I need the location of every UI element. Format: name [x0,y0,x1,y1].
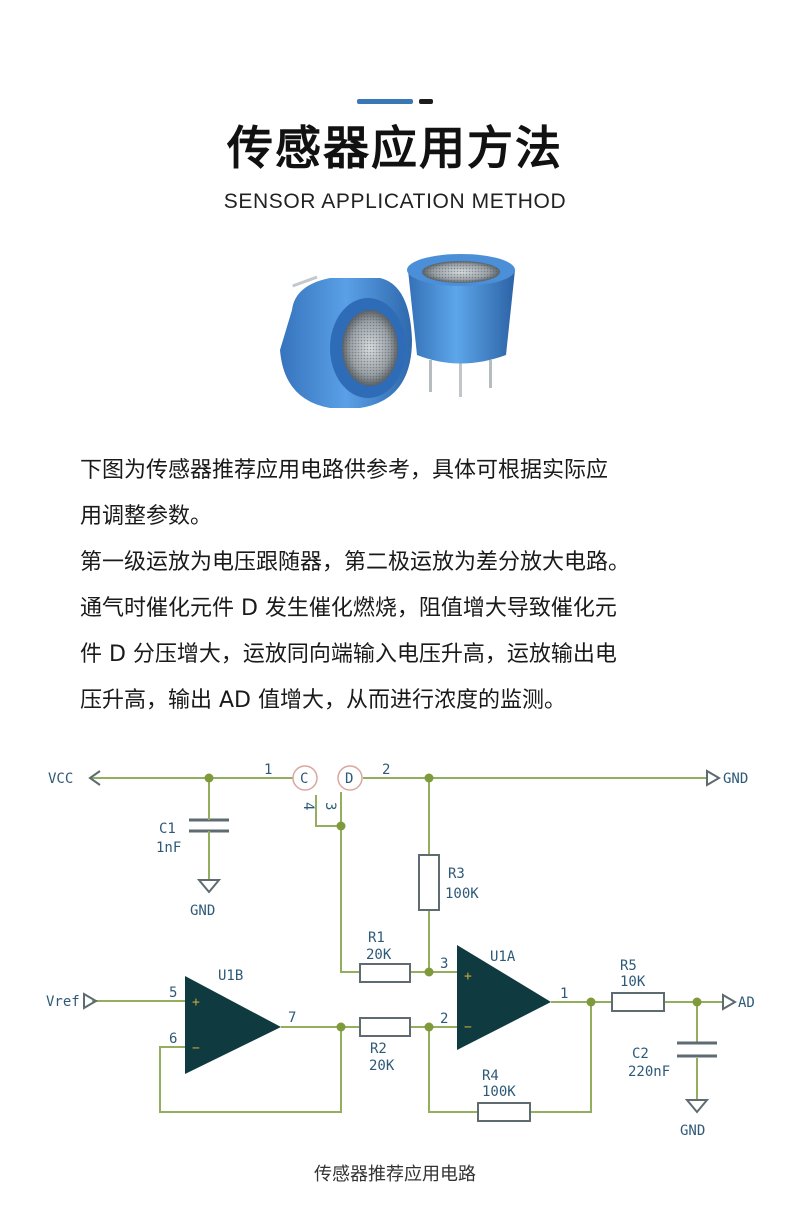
u1a-pin2-label: 2 [440,1011,448,1027]
vcc-arrow-icon [88,770,101,786]
r5-value: 10K [620,974,646,990]
description-line: 压升高，输出 AD 值增大，从而进行浓度的监测。 [80,688,566,713]
r5-label: R5 [620,958,637,974]
ground-icon [196,879,222,894]
resistor-r3 [418,854,440,911]
capacitor-c2 [677,1041,717,1058]
sensor-c-element [292,765,318,791]
r3-label: R3 [448,866,465,882]
u1a-plus-sign: + [464,969,472,984]
title-accent-bar [357,99,413,104]
c2-value: 220nF [628,1064,670,1080]
u1b-pin7-label: 7 [288,1010,296,1026]
description-line: 件 D 分压增大，运放同向端输入电压升高，运放输出电 [80,642,617,667]
circuit-diagram: VCC GND C D 1 2 4 3 C1 1nF GND R3 100K R… [46,762,755,1139]
description-text: 下图为传感器推荐应用电路供参考，具体可根据实际应 用调整参数。 第一级运放为电压… [80,448,725,724]
r3-value: 100K [445,886,479,902]
resistor-r5 [611,992,665,1012]
u1b-pin6-label: 6 [169,1031,177,1047]
c1-label: C1 [159,821,176,837]
u1b-label: U1B [218,968,243,984]
sensor-c-label: C [300,771,308,787]
gnd-label-c2: GND [680,1123,705,1139]
page-title: 传感器应用方法 [227,121,563,175]
resistor-r1 [359,963,411,983]
junction-dots [204,773,702,1032]
title-accent-dot [419,99,433,104]
r4-label: R4 [482,1068,499,1084]
gnd-label-right: GND [723,771,748,787]
opamp-u1b [185,976,281,1074]
u1b-plus-sign: + [192,995,200,1010]
ground-icon [684,1099,710,1114]
r1-value: 20K [366,947,392,963]
r4-value: 100K [482,1084,516,1100]
vref-label: Vref [46,994,80,1010]
vref-port-icon [83,992,98,1010]
u1a-pin1-label: 1 [560,986,568,1002]
description-line: 下图为传感器推荐应用电路供参考，具体可根据实际应 [80,458,609,483]
description-line: 第一级运放为电压跟随器，第二极运放为差分放大电路。 [80,550,631,575]
top-rail-wires [92,777,723,1113]
u1b-minus-sign: − [192,1041,200,1056]
gnd-label-c1: GND [190,903,215,919]
c1-value: 1nF [156,840,181,856]
u1a-minus-sign: − [464,1020,472,1035]
u1b-pin5-label: 5 [169,985,177,1001]
r2-value: 20K [369,1058,395,1074]
sensor-d-label: D [345,771,353,787]
description-line: 用调整参数。 [80,504,213,529]
gnd-port-icon [706,769,721,787]
page-subtitle: SENSOR APPLICATION METHOD [223,190,567,213]
r2-label: R2 [370,1041,387,1057]
u1a-label: U1A [490,949,516,965]
ad-label: AD [738,995,755,1011]
c2-label: C2 [632,1046,649,1062]
opamp-u1a [457,945,551,1050]
sensor-photo [280,254,515,408]
pin-4-label: 4 [300,802,316,810]
u1a-pin3-label: 3 [440,956,448,972]
ad-port-icon [722,993,737,1011]
vcc-label: VCC [48,771,73,787]
capacitor-c1 [189,800,229,842]
pin-2-label: 2 [382,762,390,778]
r1-label: R1 [368,930,385,946]
sensor-d-element [337,765,363,791]
pin-1-label: 1 [264,762,272,778]
resistor-r2 [359,1017,411,1037]
pin-3-label: 3 [322,802,338,810]
resistor-r4 [477,1102,531,1122]
description-line: 通气时催化元件 D 发生催化燃烧，阻值增大导致催化元 [80,596,617,621]
circuit-caption: 传感器推荐应用电路 [314,1164,476,1185]
